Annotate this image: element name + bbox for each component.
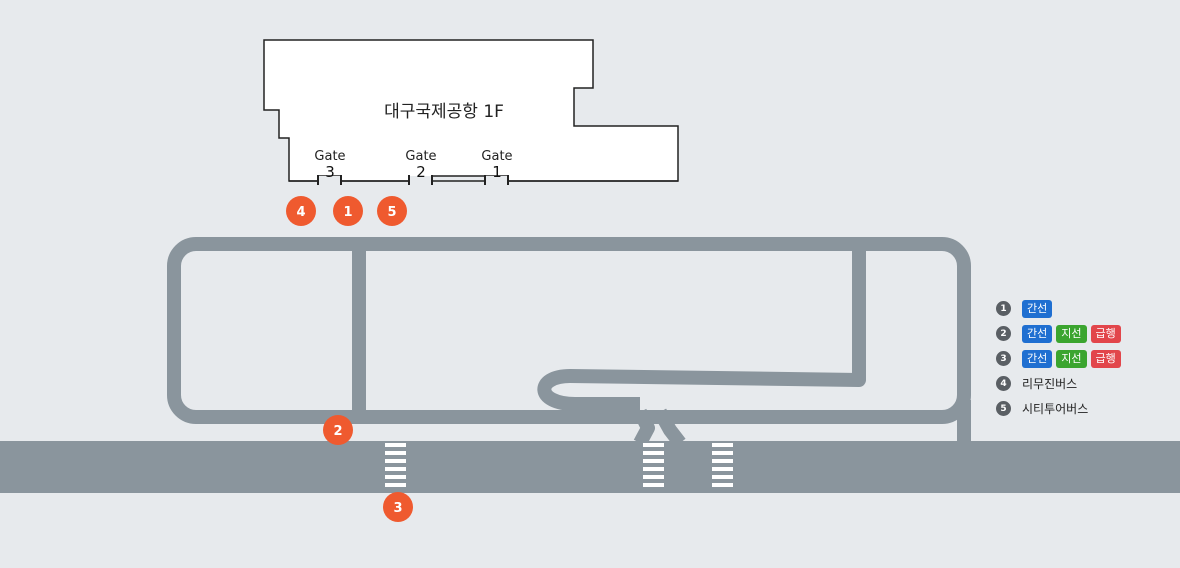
- bus-stop-4[interactable]: 4: [286, 196, 316, 226]
- legend-citytour-label: 시티투어버스: [1022, 402, 1089, 416]
- svg-text:3: 3: [393, 501, 402, 516]
- svg-text:1: 1: [343, 205, 352, 220]
- bus-stop-3[interactable]: 3: [383, 492, 413, 522]
- tag-trunk-bus: 간선: [1022, 299, 1053, 318]
- legend-row-4: 4 리무진버스: [996, 374, 1121, 393]
- legend-row-1: 1 간선: [996, 299, 1121, 318]
- legend-row-3: 3 간선 지선 급행: [996, 349, 1121, 368]
- tag-express-bus: 급행: [1090, 349, 1121, 368]
- road-ramp-right: [653, 408, 686, 448]
- legend-number: 5: [996, 401, 1011, 416]
- main-road: [0, 441, 1180, 493]
- legend-limousine-label: 리무진버스: [1022, 377, 1078, 391]
- gate-2-number: 2: [416, 163, 426, 181]
- gate-3-label: Gate: [314, 149, 345, 164]
- legend-number: 1: [996, 301, 1011, 316]
- tag-branch-bus: 지선: [1056, 349, 1087, 368]
- svg-text:5: 5: [387, 205, 396, 220]
- terminal-title: 대구국제공항 1F: [384, 102, 504, 122]
- svg-text:4: 4: [296, 205, 305, 220]
- road-network: [167, 237, 971, 448]
- legend-number: 3: [996, 351, 1011, 366]
- svg-text:2: 2: [333, 424, 342, 439]
- gate-3-number: 3: [325, 163, 335, 181]
- crosswalk-left: [385, 443, 406, 487]
- legend-row-2: 2 간선 지선 급행: [996, 324, 1121, 343]
- bus-legend: 1 간선 2 간선 지선 급행 3 간선 지선 급행 4 리무진버스 5 시티투…: [996, 299, 1121, 424]
- legend-number: 2: [996, 326, 1011, 341]
- road-inner-right: [537, 244, 866, 411]
- bus-stop-5[interactable]: 5: [377, 196, 407, 226]
- tag-trunk-bus: 간선: [1022, 349, 1053, 368]
- bus-stop-2[interactable]: 2: [323, 415, 353, 445]
- legend-number: 4: [996, 376, 1011, 391]
- tag-express-bus: 급행: [1090, 324, 1121, 343]
- legend-row-5: 5 시티투어버스: [996, 399, 1121, 418]
- gate-2-label: Gate: [405, 149, 436, 164]
- bus-stop-1[interactable]: 1: [333, 196, 363, 226]
- road-ramp-left: [633, 408, 655, 447]
- gate-1-label: Gate: [481, 149, 512, 164]
- gate-1-number: 1: [492, 163, 502, 181]
- tag-trunk-bus: 간선: [1022, 324, 1053, 343]
- tag-branch-bus: 지선: [1056, 324, 1087, 343]
- road-outer-loop: [167, 237, 971, 424]
- crosswalk-middle: [643, 443, 664, 487]
- crosswalk-right: [712, 443, 733, 487]
